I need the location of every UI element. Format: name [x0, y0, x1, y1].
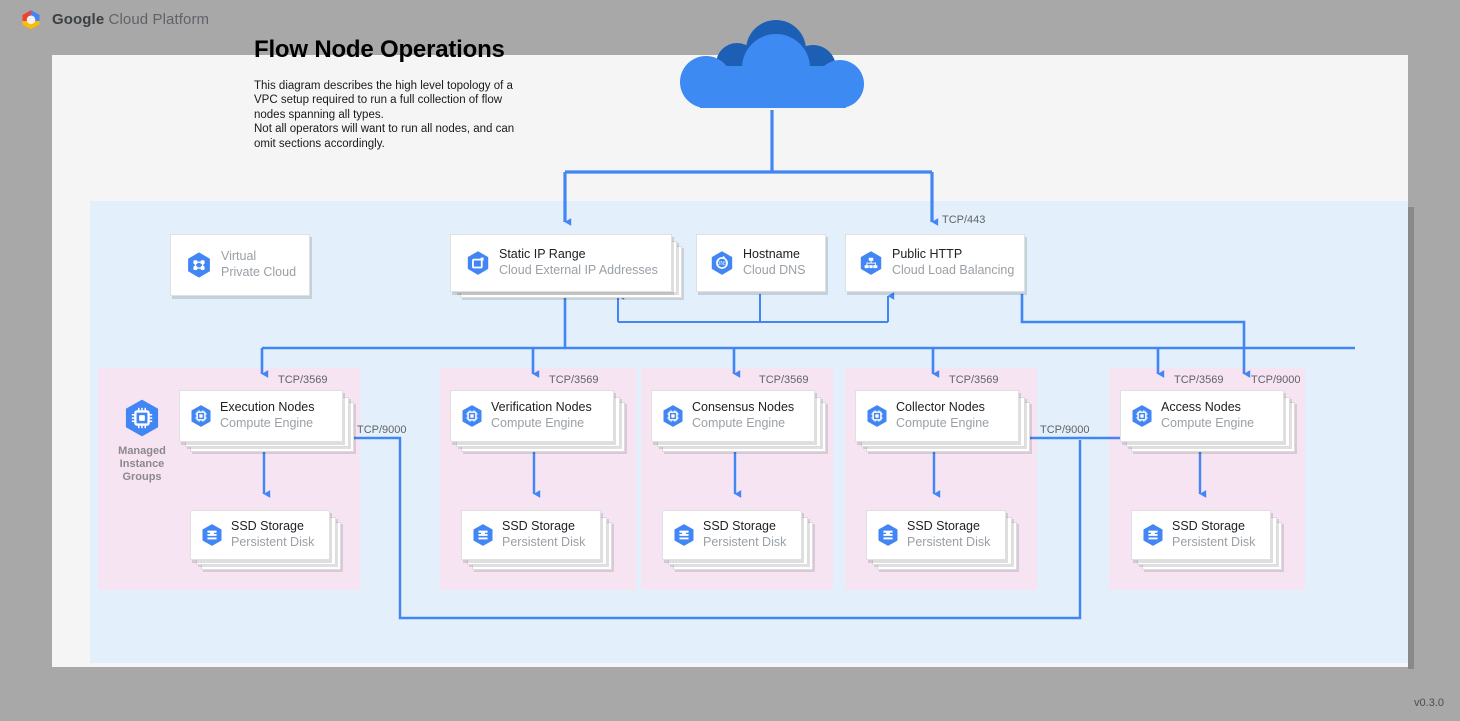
- google-cloud-hexagon-logo-icon: [18, 8, 44, 34]
- card-subtitle-execution-nodes: Compute Engine: [220, 416, 314, 430]
- vpc-panel-shadow: [1408, 207, 1414, 669]
- card-public-http-load-balancing[interactable]: Public HTTP Cloud Load Balancing: [845, 234, 1025, 292]
- card-ssd-storage-verification[interactable]: SSD Storage Persistent Disk: [461, 510, 601, 560]
- edge-label-access-9000: TCP/9000: [1251, 374, 1301, 386]
- edge-label-collector-3569: TCP/3569: [949, 374, 999, 386]
- compute-engine-icon: [188, 403, 214, 429]
- card-consensus-nodes[interactable]: Consensus Nodes Compute Engine: [651, 390, 815, 442]
- card-title-collector-nodes: Collector Nodes: [896, 400, 985, 415]
- description-line-1: This diagram describes the high level to…: [254, 80, 513, 92]
- edge-label-verification-3569: TCP/3569: [549, 374, 599, 386]
- persistent-disk-icon: [470, 522, 496, 548]
- compute-engine-icon: [660, 403, 686, 429]
- card-ssd-storage-consensus[interactable]: SSD Storage Persistent Disk: [662, 510, 802, 560]
- description-line-4: Not all operators will want to run all n…: [254, 123, 515, 136]
- card-subtitle-vpc: Private Cloud: [221, 265, 297, 279]
- card-subtitle-collector-nodes: Compute Engine: [896, 416, 990, 430]
- card-title-consensus-nodes: Consensus Nodes: [692, 400, 795, 415]
- card-title-execution-nodes: Execution Nodes: [220, 400, 315, 415]
- managed-instance-groups: Managed Instance Groups: [114, 396, 170, 484]
- compute-engine-icon: [864, 403, 890, 429]
- description-line-5: omit sections accordingly.: [254, 137, 385, 150]
- persistent-disk-icon: [671, 522, 697, 548]
- card-title-public-http: Public HTTP: [892, 247, 963, 262]
- virtual-private-cloud-icon: [183, 249, 215, 281]
- card-hostname-cloud-dns[interactable]: DNS Hostname Cloud DNS: [696, 234, 826, 292]
- brand-title-bold: Google: [52, 11, 105, 28]
- edge-label-execution-9000: TCP/9000: [357, 424, 407, 436]
- edge-label-consensus-3569: TCP/3569: [759, 374, 809, 386]
- managed-instance-groups-label: Managed Instance Groups: [118, 445, 166, 484]
- edge-label-execution-3569: TCP/3569: [278, 374, 328, 386]
- compute-engine-icon: [120, 396, 164, 440]
- card-subtitle-ssd-storage-verification: Persistent Disk: [502, 535, 586, 549]
- card-collector-nodes[interactable]: Collector Nodes Compute Engine: [855, 390, 1019, 442]
- svg-text:DNS: DNS: [717, 261, 728, 267]
- diagram-description: This diagram describes the high level to…: [254, 79, 544, 151]
- internet-cloud-icon: [680, 18, 866, 119]
- card-ssd-storage-collector[interactable]: SSD Storage Persistent Disk: [866, 510, 1006, 560]
- persistent-disk-icon: [875, 522, 901, 548]
- page-title: Flow Node Operations: [254, 36, 505, 63]
- card-title-access-nodes: Access Nodes: [1161, 400, 1241, 415]
- compute-engine-icon: [1129, 403, 1155, 429]
- card-verification-nodes[interactable]: Verification Nodes Compute Engine: [450, 390, 614, 442]
- card-ssd-storage-access[interactable]: SSD Storage Persistent Disk: [1131, 510, 1271, 560]
- edge-label-access-3569: TCP/3569: [1174, 374, 1224, 386]
- description-line-3: nodes spanning all types.: [254, 108, 384, 121]
- card-title-verification-nodes: Verification Nodes: [491, 400, 592, 415]
- mig-label-line-2: Instance: [119, 458, 165, 470]
- card-title-ssd-storage-execution: SSD Storage: [231, 519, 304, 534]
- card-virtual-private-cloud[interactable]: Virtual Private Cloud: [170, 234, 310, 296]
- card-title-ssd-storage-collector: SSD Storage: [907, 519, 980, 534]
- version-label: v0.3.0: [1414, 697, 1444, 709]
- card-title-ssd-storage-consensus: SSD Storage: [703, 519, 776, 534]
- card-title-hostname: Hostname: [743, 247, 800, 262]
- brand-title: Google Cloud Platform: [52, 11, 209, 28]
- card-static-ip-range[interactable]: Static IP Range Cloud External IP Addres…: [450, 234, 672, 292]
- card-subtitle-public-http: Cloud Load Balancing: [892, 263, 1015, 277]
- card-title-ssd-storage-verification: SSD Storage: [502, 519, 575, 534]
- mig-label-line-3: Groups: [122, 471, 162, 483]
- card-subtitle-verification-nodes: Compute Engine: [491, 416, 585, 430]
- card-subtitle-ssd-storage-collector: Persistent Disk: [907, 535, 991, 549]
- card-ssd-storage-execution[interactable]: SSD Storage Persistent Disk: [190, 510, 330, 560]
- cloud-external-ip-addresses-icon: [463, 248, 493, 278]
- card-subtitle-consensus-nodes: Compute Engine: [692, 416, 786, 430]
- description-line-2: VPC setup required to run a full collect…: [254, 94, 503, 107]
- edge-label-lb-443: TCP/443: [942, 214, 986, 226]
- card-title-vpc: Virtual: [221, 249, 257, 264]
- card-access-nodes[interactable]: Access Nodes Compute Engine: [1120, 390, 1284, 442]
- cloud-load-balancing-icon: [856, 248, 886, 278]
- cloud-dns-icon: DNS: [707, 248, 737, 278]
- card-subtitle-static-ip: Cloud External IP Addresses: [499, 263, 658, 277]
- mig-label-line-1: Managed: [118, 445, 166, 457]
- card-subtitle-ssd-storage-execution: Persistent Disk: [231, 535, 315, 549]
- card-execution-nodes[interactable]: Execution Nodes Compute Engine: [179, 390, 343, 442]
- card-title-static-ip: Static IP Range: [499, 247, 586, 262]
- compute-engine-icon: [459, 403, 485, 429]
- persistent-disk-icon: [1140, 522, 1166, 548]
- card-subtitle-ssd-storage-consensus: Persistent Disk: [703, 535, 787, 549]
- persistent-disk-icon: [199, 522, 225, 548]
- card-subtitle-ssd-storage-access: Persistent Disk: [1172, 535, 1256, 549]
- card-subtitle-access-nodes: Compute Engine: [1161, 416, 1255, 430]
- brand-title-rest: Cloud Platform: [104, 11, 210, 28]
- card-subtitle-hostname: Cloud DNS: [743, 263, 806, 277]
- edge-label-collector-9000: TCP/9000: [1040, 424, 1090, 436]
- card-title-ssd-storage-access: SSD Storage: [1172, 519, 1245, 534]
- brand-header: Google Cloud Platform: [0, 0, 1460, 40]
